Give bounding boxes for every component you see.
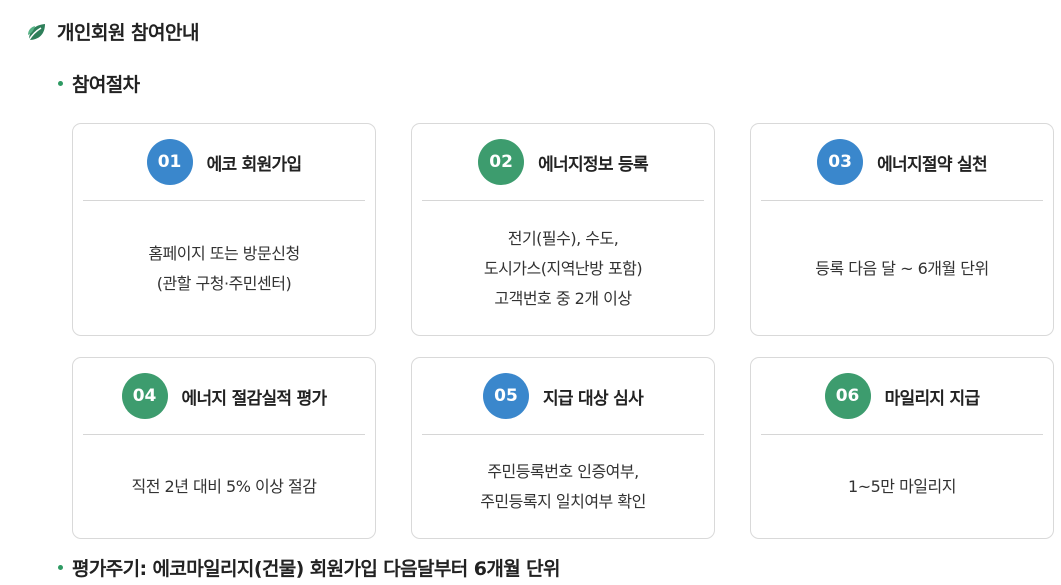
step-title: 에너지정보 등록 [538,154,649,175]
divider [422,434,704,435]
step-number-badge: 03 [817,139,864,185]
step-card-body: 1~5만 마일리지 [751,435,1053,539]
step-desc-line: 1~5만 마일리지 [848,477,956,496]
step-title: 에너지 절감실적 평가 [181,388,328,409]
step-number-badge: 06 [824,373,871,419]
step-desc-line: 고객번호 중 2개 이상 [494,288,632,308]
page-heading: 개인회원 참여안내 [26,18,199,45]
step-desc-line: 직전 2년 대비 5% 이상 절감 [131,477,317,496]
evaluation-cycle-note: 평가주기: 에코마일리지(건물) 회원가입 다음달부터 6개월 단위 [58,554,560,581]
step-desc-line: 전기(필수), 수도, [507,228,619,248]
step-title: 지급 대상 심사 [542,388,644,409]
divider [83,434,365,435]
page-title: 개인회원 참여안내 [57,22,199,44]
step-card-body: 직전 2년 대비 5% 이상 절감 [73,435,375,539]
step-desc-line: 주민등록번호 인증여부, [487,462,639,481]
step-number-badge: 04 [121,373,168,419]
step-desc-line: 등록 다음 달 ~ 6개월 단위 [815,258,989,278]
step-card-01: 01 에코 회원가입 홈페이지 또는 방문신청 (관할 구청·주민센터) [72,123,376,336]
step-card-header: 03 에너지절약 실천 [751,124,1053,200]
step-desc-line: 홈페이지 또는 방문신청 [148,243,300,263]
step-desc-line: 주민등록지 일치여부 확인 [480,492,646,511]
evaluation-cycle-label: 평가주기: 에코마일리지(건물) 회원가입 다음달부터 6개월 단위 [72,558,560,580]
step-card-02: 02 에너지정보 등록 전기(필수), 수도, 도시가스(지역난방 포함) 고객… [411,123,715,336]
step-card-header: 01 에코 회원가입 [73,124,375,200]
step-card-header: 02 에너지정보 등록 [412,124,714,200]
step-card-04: 04 에너지 절감실적 평가 직전 2년 대비 5% 이상 절감 [72,357,376,539]
step-card-03: 03 에너지절약 실천 등록 다음 달 ~ 6개월 단위 [750,123,1054,336]
divider [83,200,365,201]
bullet-dot [58,565,63,570]
step-desc-line: (관할 구청·주민센터) [156,273,292,293]
step-desc-line: 도시가스(지역난방 포함) [483,258,643,278]
step-number-badge: 02 [478,139,525,185]
divider [761,200,1043,201]
divider [761,434,1043,435]
step-card-body: 전기(필수), 수도, 도시가스(지역난방 포함) 고객번호 중 2개 이상 [412,201,714,336]
step-number-badge: 05 [482,373,529,419]
step-card-body: 등록 다음 달 ~ 6개월 단위 [751,201,1053,336]
divider [422,200,704,201]
procedure-label: 참여절차 [72,74,140,96]
step-card-06: 06 마일리지 지급 1~5만 마일리지 [750,357,1054,539]
step-card-header: 04 에너지 절감실적 평가 [73,358,375,434]
step-card-header: 05 지급 대상 심사 [412,358,714,434]
step-title: 마일리지 지급 [884,388,981,409]
step-title: 에너지절약 실천 [877,154,988,175]
step-card-05: 05 지급 대상 심사 주민등록번호 인증여부, 주민등록지 일치여부 확인 [411,357,715,539]
step-card-body: 홈페이지 또는 방문신청 (관할 구청·주민센터) [73,201,375,336]
step-title: 에코 회원가입 [206,154,303,175]
leaf-icon [28,23,45,40]
step-card-body: 주민등록번호 인증여부, 주민등록지 일치여부 확인 [412,435,714,539]
procedure-section-heading: 참여절차 [58,70,140,97]
bullet-dot [58,81,63,86]
step-number-badge: 01 [146,139,193,185]
step-card-header: 06 마일리지 지급 [751,358,1053,434]
